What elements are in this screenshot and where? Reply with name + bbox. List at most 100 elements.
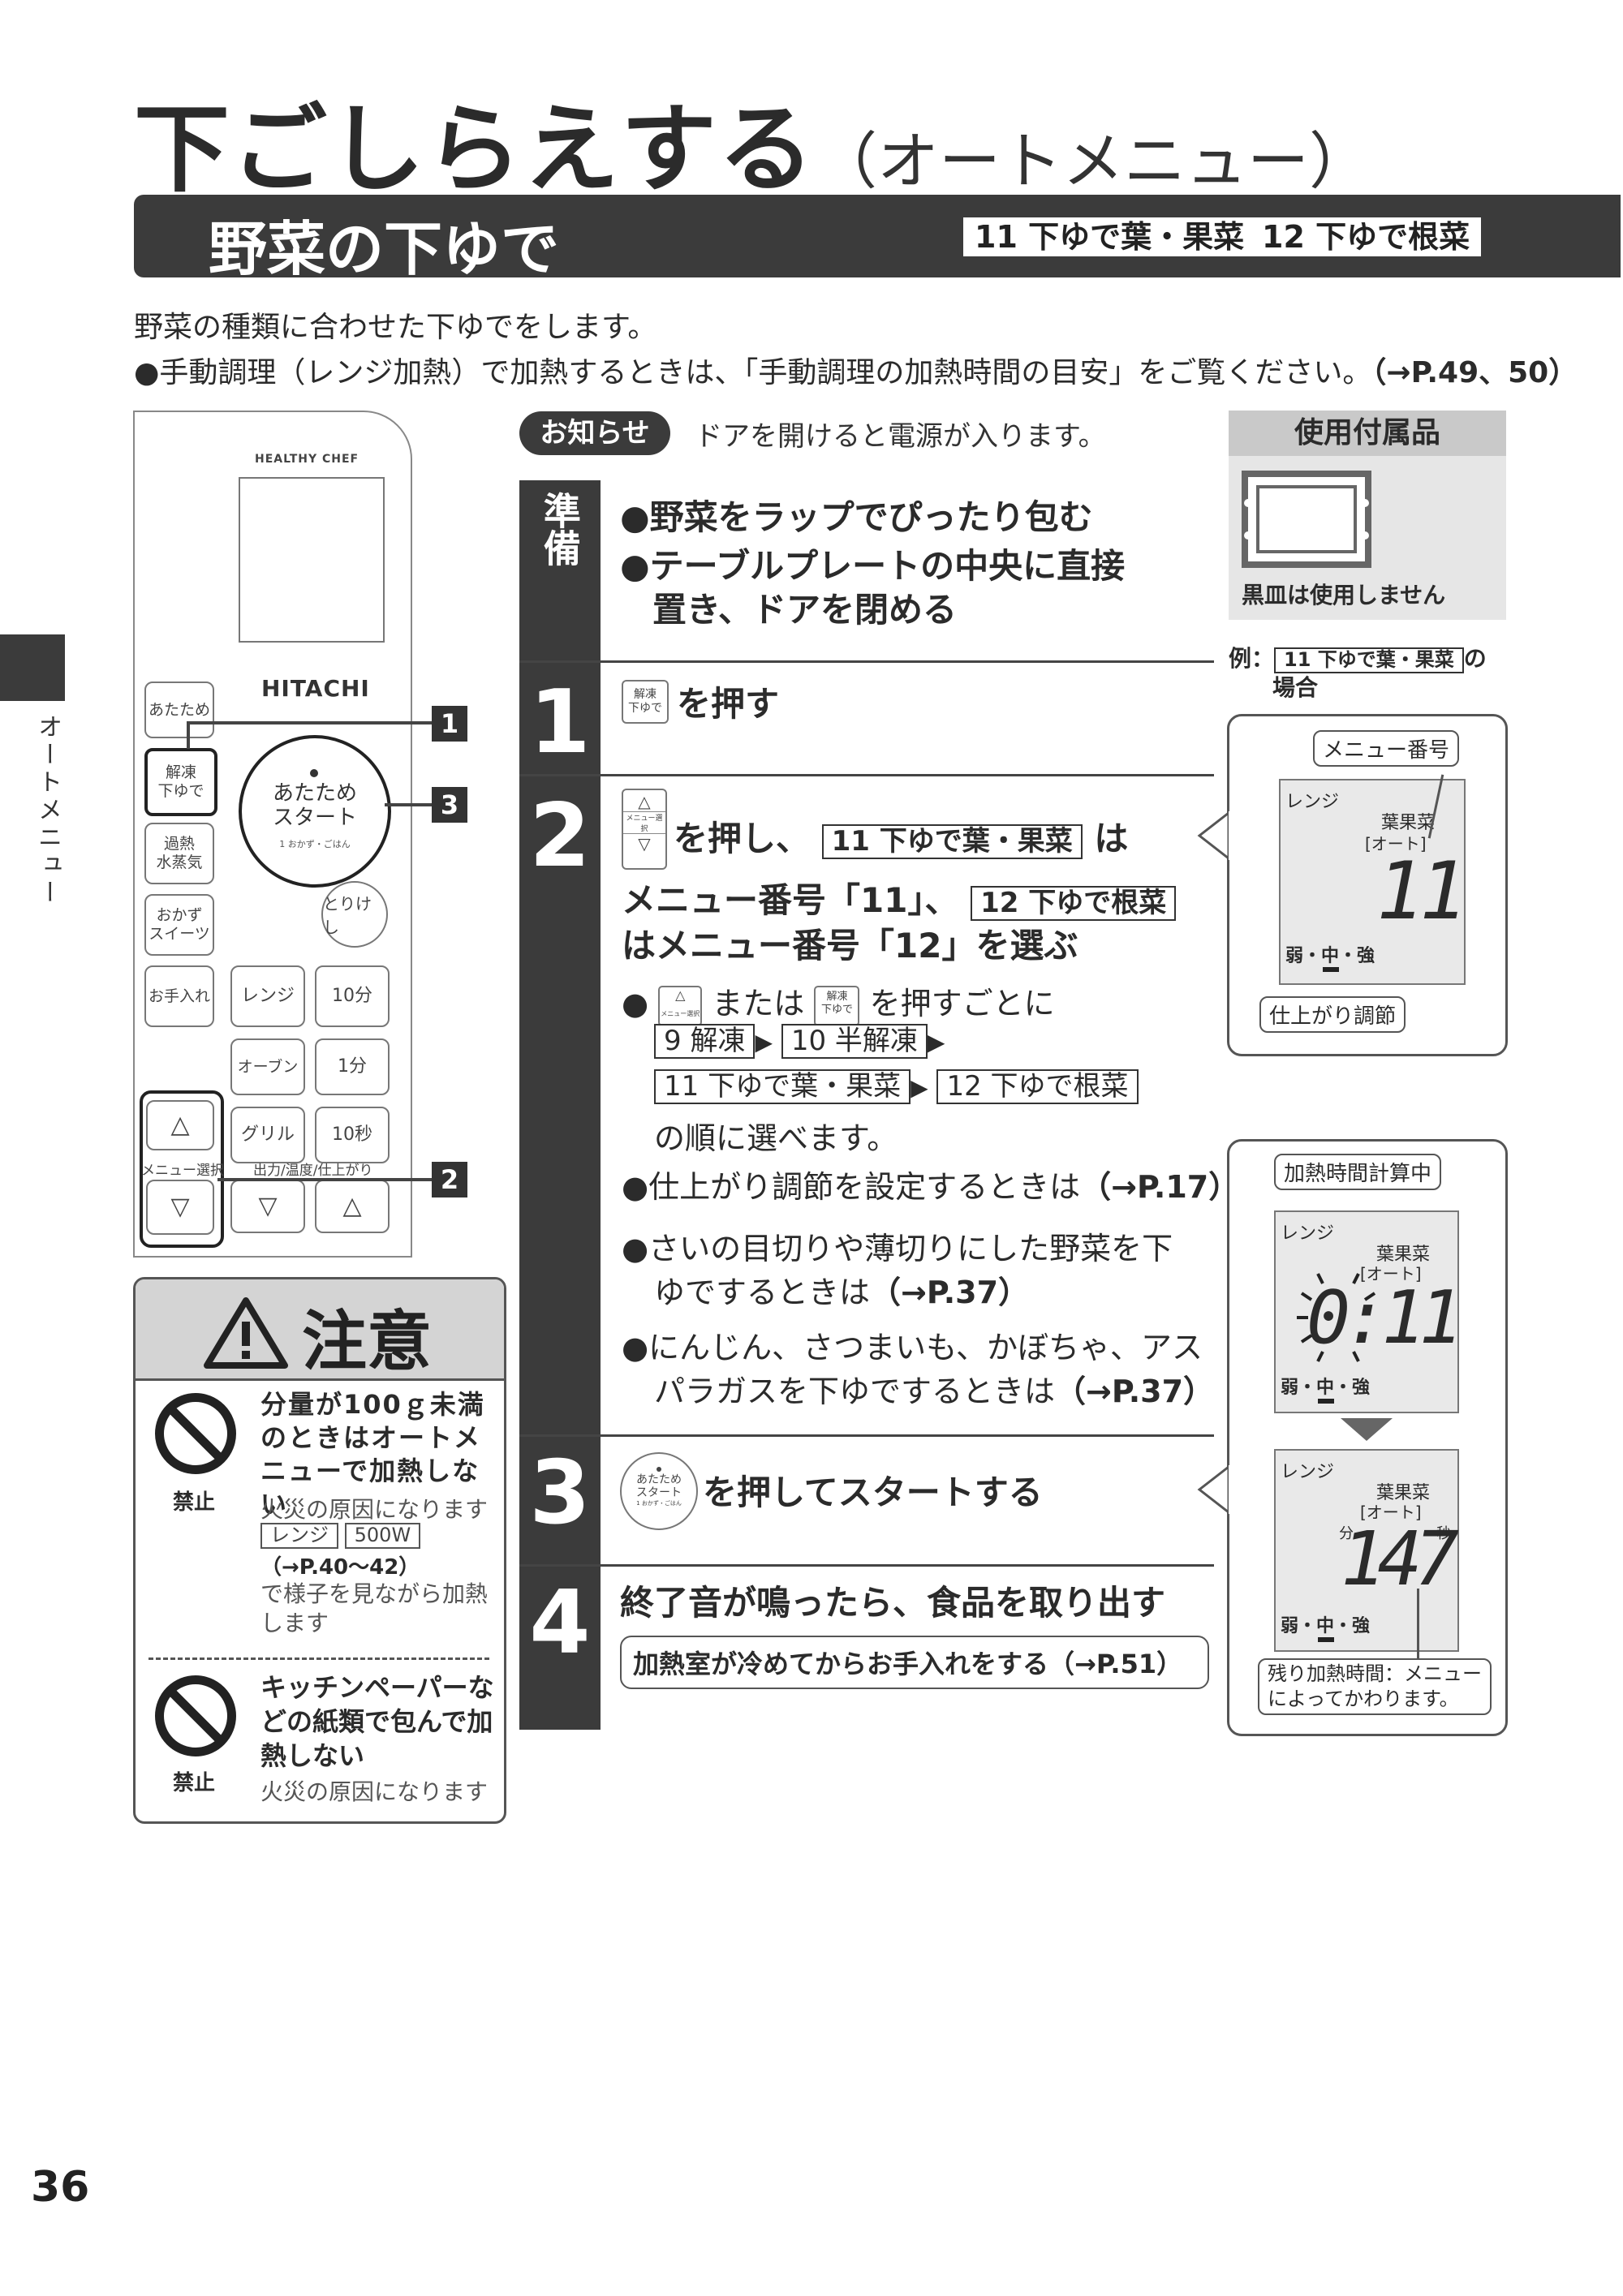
grill-button[interactable]: グリル [230,1107,305,1163]
lcd-2-mode: レンジ [1281,1223,1335,1244]
step-2-number: 2 [529,785,591,887]
lcd-2: レンジ 葉果菜 [オート] 0:11 弱・中・強 [1274,1210,1463,1413]
lcd-3-mode: レンジ [1281,1462,1335,1482]
thaw-parboil-button[interactable]: 解凍 下ゆで [144,748,217,816]
caution-1-title: 分量が100ｇ未満のときはオートメニューで加熱しない [260,1389,485,1520]
sequence-9: 9 解凍 [654,1024,756,1060]
bullet: ● [622,986,649,1021]
sequence-end: の順に選べます。 [654,1120,898,1156]
sequence-10: 10 半解凍 [781,1024,928,1060]
tag-500w: 500W [344,1523,421,1549]
leader-line-2 [217,1178,432,1181]
prep-line-2: ●テーブルプレートの中央に直接 [620,546,1126,586]
separator-1 [519,774,1214,776]
bullet-2-ref: （→P.37） [870,1275,1030,1310]
pointer-2-icon [1197,1465,1232,1514]
sequence-row-2: 11 下ゆで葉・果菜▶ 12 下ゆで根菜 [654,1069,1139,1105]
one-minute-button[interactable]: 1分 [315,1038,390,1095]
sequence-11: 11 下ゆで葉・果菜 [654,1069,911,1105]
warning-triangle-icon [204,1297,288,1369]
lcd-3: レンジ 葉果菜 [オート] 分 147 秒 弱・中・強 [1274,1449,1459,1652]
marker-2: 2 [432,1162,467,1197]
step-1-number: 1 [529,672,591,773]
notice-text: ドアを開けると電源が入ります。 [695,420,1106,453]
accessory-header: 使用付属品 [1229,411,1506,456]
lcd-3-food: 葉果菜 [1376,1483,1431,1503]
step-4-text: 終了音が鳴ったら、食品を取り出す [620,1583,1166,1623]
prohibited-label-1: 禁止 [173,1490,216,1515]
steam-button[interactable]: 過熱 水蒸気 [144,823,214,884]
ten-second-button[interactable]: 10秒 [315,1107,390,1163]
step-3-number: 3 [529,1443,591,1544]
lcd-3-min-label: 分 [1339,1525,1354,1542]
cleaning-button[interactable]: お手入れ [144,965,214,1027]
step-2-bullet-2b: ゆでするときは（→P.37） [654,1267,1029,1312]
bullet-2-text: ゆでするときは [654,1275,871,1310]
step-2-bullet-1: ●仕上がり調節を設定するときは（→P.17） [622,1162,1239,1206]
intro-ref: （→P.49、50） [1371,356,1578,389]
output-up-button[interactable]: △ [315,1180,390,1233]
bullet-1-ref: （→P.17） [1080,1169,1240,1205]
lcd-2-level-indicator [1318,1399,1334,1404]
oven-button[interactable]: オーブン [230,1038,305,1095]
caution-divider [136,1378,504,1381]
menu-down-button[interactable]: ▽ [146,1180,214,1235]
bullet-1-text: ●仕上がり調節を設定するときは [622,1169,1081,1205]
caution-title: 注意 [302,1304,432,1379]
step-2-menu-select-icon: △ メニュー選択 ▽ [622,789,667,870]
lcd-2-auto: [オート] [1360,1264,1422,1283]
sequence-12: 12 下ゆで根菜 [936,1069,1139,1105]
accessory-panel: 使用付属品 黒皿は使用しません [1229,411,1506,620]
lcd-3-auto: [オート] [1360,1503,1422,1522]
panel-brand-small: HEALTHY CHEF [255,453,359,466]
warm-button[interactable]: あたため [144,681,214,738]
step-2-line-3: はメニュー番号「12」を選ぶ [622,926,1078,965]
caution-box: 注意 禁止 分量が100ｇ未満のときはオートメニューで加熱しない 火災の原因にな… [133,1277,506,1824]
menu-up-button[interactable]: △ [146,1100,214,1150]
step-2-bullet-3a: ●にんじん、さつまいも、かぼちゃ、アス [622,1330,1203,1365]
lcd-3-digits: 147 [1341,1516,1459,1602]
step-2-menu-11: 11 下ゆで葉・果菜 [821,824,1083,860]
step-2-line-1: を押し、 11 下ゆで葉・果菜 は [674,811,1128,861]
range-button[interactable]: レンジ [230,965,305,1027]
start-button[interactable]: あたため スタート 1 おかず・ごはん [239,735,391,888]
caution-2-body: 火災の原因になります [260,1778,489,1805]
sequence-row-1: 9 解凍▶ 10 半解凍▶ [654,1024,945,1060]
page-title: 下ごしらえする（オートメニュー） [134,71,1371,210]
ten-minute-button[interactable]: 10分 [315,965,390,1027]
leader-line-3 [385,803,433,806]
menu-select-tiny-2: メニュー選択 [661,1010,700,1018]
step-2-bullet-2a: ●さいの目切りや薄切りにした野菜を下 [622,1231,1173,1266]
lcd-1-mode: レンジ [1285,792,1340,812]
example-menu: 11 下ゆで葉・果菜 [1274,647,1464,673]
start-dot-icon [310,769,318,777]
menu-number-callout: メニュー番号 [1313,730,1460,767]
marker-3: 3 [432,787,467,823]
blink-rays-icon [1297,1273,1376,1362]
lcd-3-level-indicator [1318,1637,1334,1642]
lcd-1-level-indicator [1323,967,1339,972]
thaw-small-icon: 解凍 下ゆで [814,985,860,1026]
side-tab-marker [0,634,65,701]
separator-prep [519,660,1214,663]
notice-badge: お知らせ [519,411,670,455]
calculating-callout: 加熱時間計算中 [1274,1154,1442,1190]
intro-text: ●手動調理（レンジ加熱）で加熱するときは、「手動調理の加熱時間の目安」をご覧くだ… [134,356,1372,389]
start-icon-label: あたため スタート [636,1473,682,1500]
prohibition-icon-2 [155,1675,236,1756]
example-case: 場合 [1272,674,1319,701]
up-glyph-small: △ [675,987,686,1003]
step-2-line-2a: メニュー番号「11」、 [622,880,959,920]
output-down-button[interactable]: ▽ [230,1180,305,1233]
down-arrow-icon [1341,1418,1393,1441]
intro-line-1: 野菜の種類に合わせた下ゆでをします。 [134,311,657,344]
start-sublabel: 1 おかず・ごはん [279,839,351,849]
step-2-line-1a: を押し、 [674,819,811,858]
lcd-2-digits: 0:11 [1307,1275,1463,1361]
lcd-1-digits: 11 [1376,845,1467,938]
caution-header: 注意 [136,1279,504,1379]
side-dish-sweets-button[interactable]: おかず スイーツ [144,894,214,956]
caution-separator [149,1658,489,1660]
step-2-line-1b: は [1094,819,1129,858]
cancel-button[interactable]: とりけし [321,881,388,948]
